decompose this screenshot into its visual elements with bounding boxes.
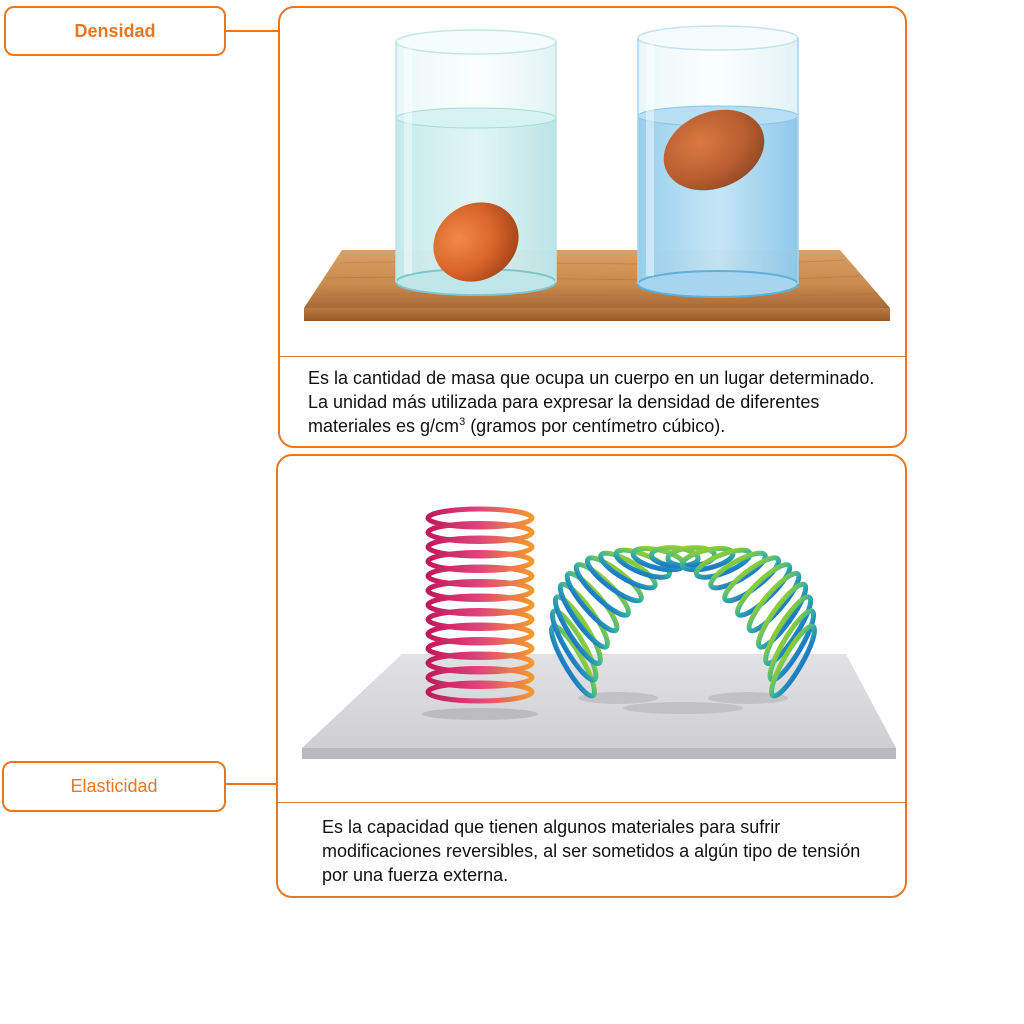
spring-coil xyxy=(613,547,673,580)
spring-coil xyxy=(425,564,535,588)
spring-coil xyxy=(425,622,535,646)
spring-coil xyxy=(425,579,535,602)
spring-coil xyxy=(425,550,535,573)
spring-coil xyxy=(756,581,809,650)
label-densidad: Densidad xyxy=(4,6,226,56)
spring-coil xyxy=(573,562,631,618)
densidad-description: Es la cantidad de masa que ocupa un cuer… xyxy=(308,368,875,436)
fresh-water-glass xyxy=(395,29,557,296)
spring-coil xyxy=(425,521,535,544)
slinky-springs-icon xyxy=(302,506,896,759)
spring-coil xyxy=(425,608,535,631)
elasticidad-divider xyxy=(278,802,905,803)
arched-spring xyxy=(549,545,817,699)
spring-coil xyxy=(425,680,535,704)
densidad-connector xyxy=(226,30,278,32)
spring-coil xyxy=(769,623,817,699)
densidad-card: Es la cantidad de masa que ocupa un cuer… xyxy=(278,6,907,448)
elasticidad-card: Es la capacidad que tienen algunos mater… xyxy=(276,454,907,898)
spring-coil xyxy=(598,550,658,591)
salt-water-glass xyxy=(637,25,799,298)
spring-coil xyxy=(708,550,768,591)
spring-coil xyxy=(425,593,535,617)
spring-coil xyxy=(425,637,535,660)
spring-coil xyxy=(735,562,793,618)
elasticidad-description: Es la capacidad que tienen algunos mater… xyxy=(322,817,861,885)
spring-coil xyxy=(584,555,644,604)
spring-coil xyxy=(767,608,817,683)
spring-coil xyxy=(746,570,802,634)
spring-coil xyxy=(425,666,535,689)
spring-coil xyxy=(552,594,603,667)
label-elasticidad: Elasticidad xyxy=(2,761,226,812)
spring-coil xyxy=(425,506,535,530)
spring-coil xyxy=(549,608,599,683)
spring-coil xyxy=(763,594,814,667)
eggs-in-water-glasses-icon xyxy=(304,25,890,321)
spring-coil xyxy=(425,535,535,559)
elasticidad-connector xyxy=(226,783,276,785)
compressed-spring xyxy=(425,506,535,704)
spring-coil xyxy=(425,651,535,675)
densidad-divider xyxy=(280,356,905,357)
spring-coil xyxy=(557,581,610,650)
density-unit-exponent: 3 xyxy=(459,416,466,428)
